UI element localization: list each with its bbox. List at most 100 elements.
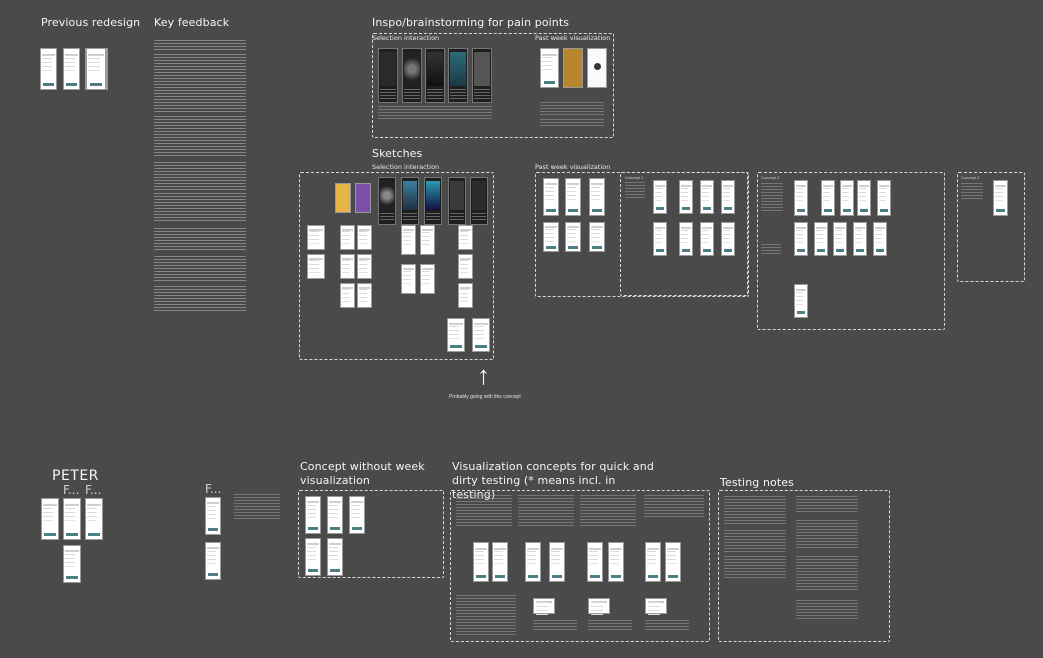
inspo-dark-screen[interactable]	[402, 48, 422, 103]
viz-mini-screen[interactable]	[533, 598, 555, 614]
pastweek-wireframe[interactable]	[589, 178, 605, 216]
sketch-wireframe[interactable]	[420, 225, 435, 255]
cww-screen[interactable]	[305, 496, 321, 534]
concept-without-week-frame[interactable]	[298, 490, 444, 578]
concept-1-wireframe[interactable]	[679, 222, 693, 256]
peter-screen[interactable]	[41, 498, 59, 540]
arrow-up-icon: ↑	[477, 360, 490, 390]
concept-2-wireframe[interactable]	[821, 180, 835, 216]
viz-screen[interactable]	[492, 542, 508, 582]
peter-screen[interactable]	[63, 545, 81, 583]
pastweek-wireframe[interactable]	[565, 222, 581, 252]
concept-1-wireframe[interactable]	[679, 180, 693, 214]
viz-notes	[518, 495, 574, 527]
inspo-dark-screen[interactable]	[425, 48, 445, 103]
sketch-dark-screen[interactable]	[424, 177, 442, 225]
pastweek-wireframe[interactable]	[565, 178, 581, 216]
inspo-dark-screen[interactable]	[472, 48, 492, 103]
peter-screen[interactable]	[63, 498, 81, 540]
pastweek-inspo-screen-yellow[interactable]	[563, 48, 583, 88]
viz-concepts-frame[interactable]	[450, 490, 710, 642]
cww-screen[interactable]	[327, 538, 343, 576]
concept-2-wireframe[interactable]	[833, 222, 847, 256]
concept-2-wireframe[interactable]	[794, 284, 808, 318]
screen-thumbnail[interactable]	[63, 48, 80, 90]
sketch-dark-screen[interactable]	[448, 177, 466, 225]
pastweek-wireframe[interactable]	[589, 222, 605, 252]
sketch-wireframe[interactable]	[458, 283, 473, 308]
viz-screen[interactable]	[525, 542, 541, 582]
peter-screen[interactable]	[85, 498, 103, 540]
viz-screen[interactable]	[473, 542, 489, 582]
f-screen[interactable]	[205, 497, 221, 535]
pastweek-wireframe[interactable]	[543, 222, 559, 252]
feedback-paragraph	[154, 162, 246, 190]
concept-2-wireframe[interactable]	[857, 180, 871, 216]
sketches-selection-frame[interactable]	[299, 172, 494, 360]
concept-1-wireframe[interactable]	[721, 180, 735, 214]
concept-2-wireframe[interactable]	[840, 180, 854, 216]
inspo-notes	[378, 106, 492, 120]
sketch-dark-screen[interactable]	[401, 177, 419, 225]
sketches-heading: Sketches	[372, 147, 423, 160]
feedback-paragraph	[154, 256, 246, 282]
concept-3-frame[interactable]	[957, 172, 1025, 282]
inspo-dark-screen[interactable]	[448, 48, 468, 103]
concept-2-frame[interactable]	[757, 172, 945, 330]
sketch-screen-yellow[interactable]	[335, 183, 351, 213]
pastweek-inspo-screen-dots[interactable]	[587, 48, 607, 88]
concept-1-wireframe[interactable]	[700, 222, 714, 256]
viz-screen[interactable]	[608, 542, 624, 582]
sketch-dark-screen[interactable]	[378, 177, 396, 225]
cww-screen[interactable]	[305, 538, 321, 576]
viz-screen[interactable]	[645, 542, 661, 582]
testing-notes-text	[796, 556, 858, 592]
sketch-wireframe[interactable]	[307, 225, 325, 250]
inspo-frame[interactable]	[372, 33, 614, 138]
sketch-wireframe-chosen[interactable]	[472, 318, 490, 352]
concept-2-wireframe[interactable]	[853, 222, 867, 256]
sketch-wireframe[interactable]	[458, 225, 473, 250]
cww-screen[interactable]	[349, 496, 365, 534]
concept-2-wireframe[interactable]	[873, 222, 887, 256]
screen-thumbnail-4[interactable]	[86, 48, 108, 90]
viz-mini-screen[interactable]	[588, 598, 610, 614]
sketch-wireframe[interactable]	[458, 254, 473, 279]
f-screen[interactable]	[205, 542, 221, 580]
screen-thumbnail[interactable]	[40, 48, 57, 90]
concept-2-wireframe[interactable]	[814, 222, 828, 256]
concept-1-frame[interactable]	[620, 172, 748, 296]
sketch-wireframe[interactable]	[401, 225, 416, 255]
testing-notes-text	[724, 530, 786, 552]
concept-1-wireframe[interactable]	[653, 222, 667, 256]
sketch-wireframe[interactable]	[357, 283, 372, 308]
concept-1-wireframe[interactable]	[700, 180, 714, 214]
viz-screen[interactable]	[549, 542, 565, 582]
viz-mini-screen[interactable]	[645, 598, 667, 614]
sketch-wireframe-chosen[interactable]	[447, 318, 465, 352]
concept-2-wireframe[interactable]	[877, 180, 891, 216]
concept-3-wireframe[interactable]	[993, 180, 1008, 216]
screen-thumbnail[interactable]	[106, 48, 108, 90]
sketch-wireframe[interactable]	[357, 225, 372, 250]
concept-2-wireframe[interactable]	[794, 180, 808, 216]
sketch-wireframe[interactable]	[357, 254, 372, 279]
sketch-wireframe[interactable]	[340, 254, 355, 279]
concept-2-wireframe[interactable]	[794, 222, 808, 256]
sketch-wireframe[interactable]	[340, 225, 355, 250]
inspo-dark-screen[interactable]	[378, 48, 398, 103]
viz-screen[interactable]	[587, 542, 603, 582]
testing-notes-frame[interactable]	[718, 490, 890, 642]
sketch-dark-screen[interactable]	[470, 177, 488, 225]
sketch-wireframe[interactable]	[420, 264, 435, 294]
pastweek-inspo-screen[interactable]	[540, 48, 559, 88]
sketch-screen-purple[interactable]	[355, 183, 371, 213]
sketch-wireframe[interactable]	[307, 254, 325, 279]
sketch-wireframe[interactable]	[340, 283, 355, 308]
pastweek-wireframe[interactable]	[543, 178, 559, 216]
concept-1-wireframe[interactable]	[721, 222, 735, 256]
concept-1-wireframe[interactable]	[653, 180, 667, 214]
sketch-wireframe[interactable]	[401, 264, 416, 294]
viz-screen[interactable]	[665, 542, 681, 582]
cww-screen[interactable]	[327, 496, 343, 534]
